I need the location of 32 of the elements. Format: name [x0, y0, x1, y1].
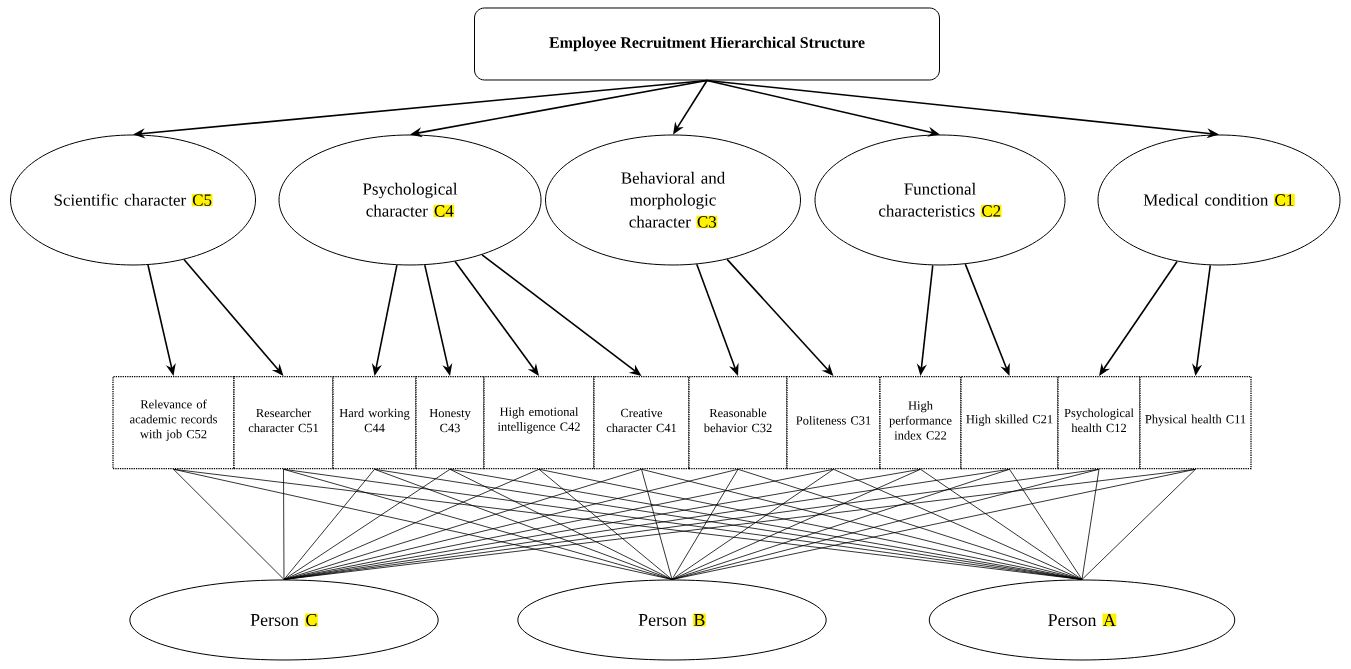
- criterion-cell: Physical health C11: [1139, 376, 1252, 470]
- criterion-cell: Politeness C31: [786, 376, 881, 470]
- criterion-cell: Creative character C41: [593, 376, 690, 470]
- criterion-cell: High emotional intelligence C42: [483, 376, 595, 470]
- criterion-cell: High skilled C21: [960, 376, 1059, 470]
- criterion-cell: High performance index C22: [879, 376, 962, 470]
- connector-line: [173, 468, 285, 580]
- criterion-cell: Researcher character C51: [233, 376, 334, 470]
- connector-line: [374, 468, 673, 580]
- title-box: Employee Recruitment Hierarchical Structure: [474, 7, 940, 81]
- arrow: [454, 260, 539, 376]
- connector-line: [920, 468, 1083, 580]
- connector-line: [671, 468, 739, 580]
- criterion-cell: Honesty C43: [415, 376, 485, 470]
- criterion-cell: Reasonable behavior C32: [688, 376, 788, 470]
- connector-line: [283, 468, 451, 580]
- connector-line: [671, 468, 834, 580]
- connector-line: [671, 468, 1196, 580]
- connector-line: [283, 468, 375, 580]
- connector-line: [1009, 468, 1083, 580]
- arrow: [1099, 260, 1178, 376]
- connector-line: [283, 468, 285, 580]
- connector-line: [173, 468, 673, 580]
- connector-line: [1081, 468, 1196, 580]
- connector-line: [538, 468, 673, 580]
- criterion-cell: Psychological health C12: [1057, 376, 1141, 470]
- connector-line: [1081, 468, 1100, 580]
- connector-line: [833, 468, 1083, 580]
- connector-line: [641, 468, 673, 580]
- connector-line: [449, 468, 673, 580]
- criterion-cell: Hard working C44: [332, 376, 417, 470]
- criterion-cell: Relevance of academic records with job C52: [112, 376, 235, 470]
